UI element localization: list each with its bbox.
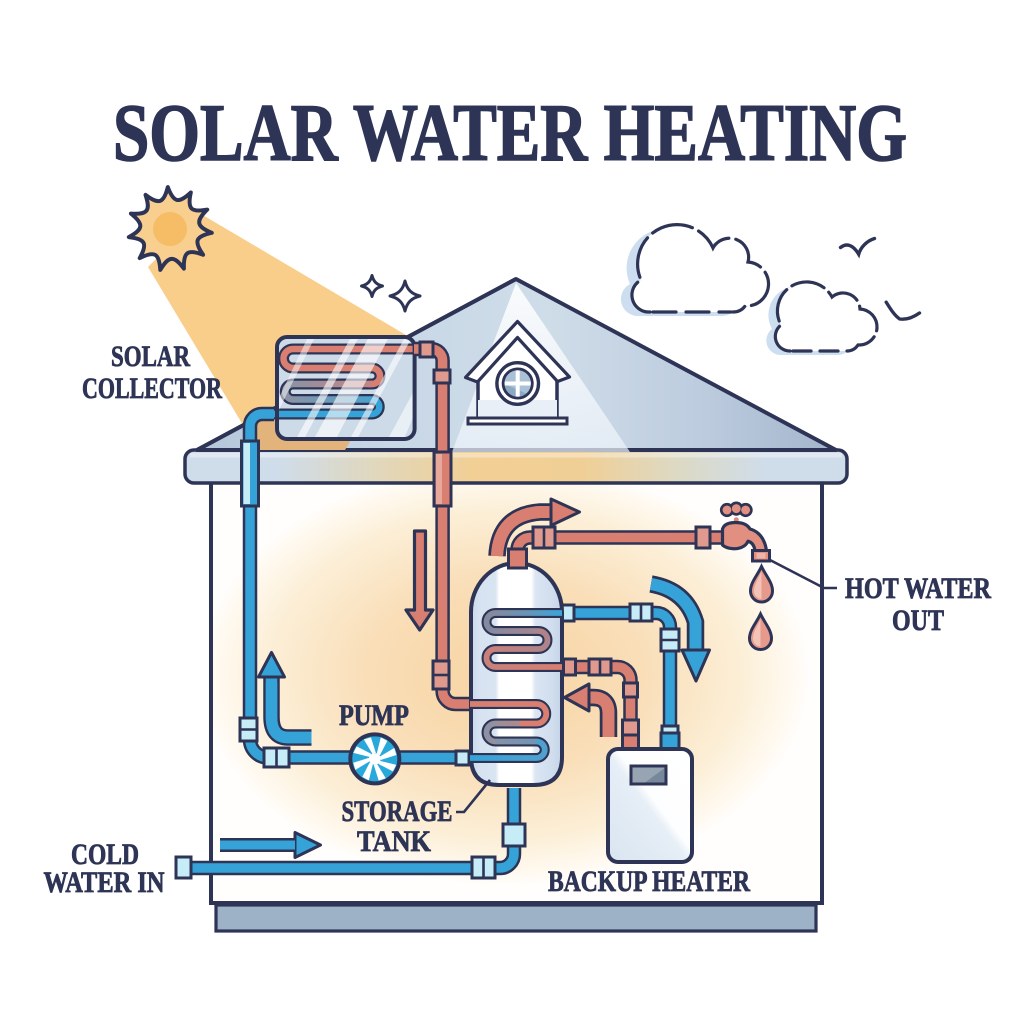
svg-text:SOLAR: SOLAR xyxy=(111,340,190,373)
svg-text:WATER IN: WATER IN xyxy=(44,866,165,899)
svg-text:COLLECTOR: COLLECTOR xyxy=(82,372,222,405)
svg-text:STORAGE: STORAGE xyxy=(342,795,453,828)
svg-text:SOLAR WATER HEATING: SOLAR WATER HEATING xyxy=(113,87,907,178)
svg-text:BACKUP HEATER: BACKUP HEATER xyxy=(548,865,750,898)
svg-text:HOT WATER: HOT WATER xyxy=(845,572,991,605)
svg-text:COLD: COLD xyxy=(71,838,139,871)
svg-text:PUMP: PUMP xyxy=(339,699,409,732)
svg-text:TANK: TANK xyxy=(357,825,432,858)
svg-text:OUT: OUT xyxy=(892,604,944,637)
